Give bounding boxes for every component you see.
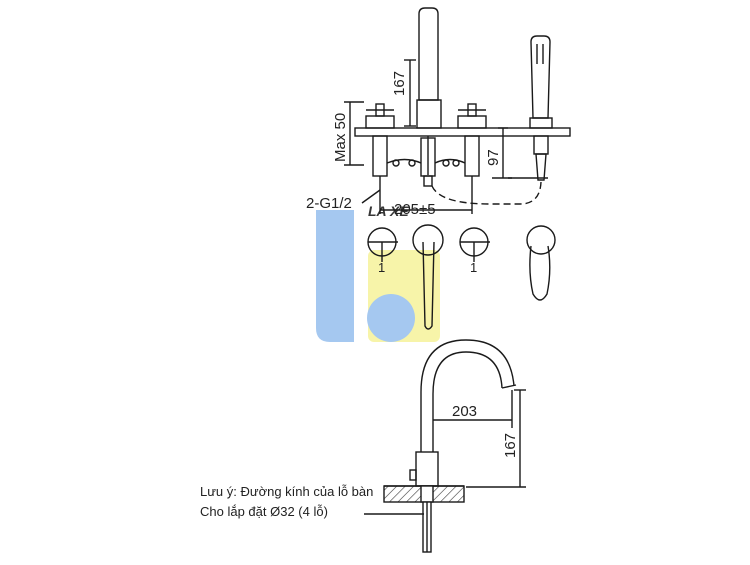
installation-note-line2: Cho lắp đặt Ø32 (4 lỗ) — [200, 504, 328, 519]
watermark-text: LA XE — [368, 203, 409, 219]
installation-note-line1: Lưu ý: Đường kính của lỗ bàn — [200, 484, 373, 499]
side-elevation — [364, 339, 526, 553]
right-valve-body — [464, 135, 480, 177]
right-handle-mark: 1 — [470, 260, 477, 275]
spout-arc-inner — [432, 351, 503, 452]
watermark-blue-dot — [367, 294, 415, 342]
spout-collar — [416, 99, 442, 129]
hand-shower-base — [533, 135, 549, 155]
hose-fitting — [535, 153, 547, 181]
left-handle-mark: 1 — [378, 260, 385, 275]
dim-spout-height-top: 167 — [391, 71, 408, 96]
dim-lower-depth: 97 — [485, 149, 502, 166]
dim-connection: 2-G1/2 — [306, 195, 352, 212]
hand-shower-head — [530, 35, 551, 119]
spout-upper — [418, 7, 439, 101]
front-elevation — [344, 7, 571, 214]
top-view — [367, 224, 556, 330]
left-valve-body — [372, 135, 388, 177]
spout-outlet-fitting — [423, 175, 433, 187]
right-valve-cap — [457, 115, 487, 129]
hand-shower-top-outline — [529, 245, 551, 301]
left-valve-cap — [365, 115, 395, 129]
watermark-blue-bar — [316, 210, 354, 342]
dim-center-spacing: 205±5 — [394, 201, 436, 218]
watermark-logo: LA XE — [316, 203, 440, 342]
spout-top-outline — [422, 241, 435, 330]
hose-path — [431, 181, 542, 205]
hand-shower-rosette — [526, 225, 556, 255]
side-spout-body — [415, 451, 439, 487]
right-connector-pipe — [434, 158, 466, 164]
dim-spout-height-side: 167 — [502, 433, 519, 458]
deck-plate — [354, 127, 571, 137]
spout-arc-outer — [420, 339, 515, 452]
dim-spout-reach: 203 — [452, 403, 477, 420]
dim-max-deck: Max 50 — [332, 113, 349, 162]
left-connector-pipe — [386, 158, 422, 164]
spout-rosette — [412, 224, 444, 256]
hand-shower-holder — [529, 117, 553, 129]
